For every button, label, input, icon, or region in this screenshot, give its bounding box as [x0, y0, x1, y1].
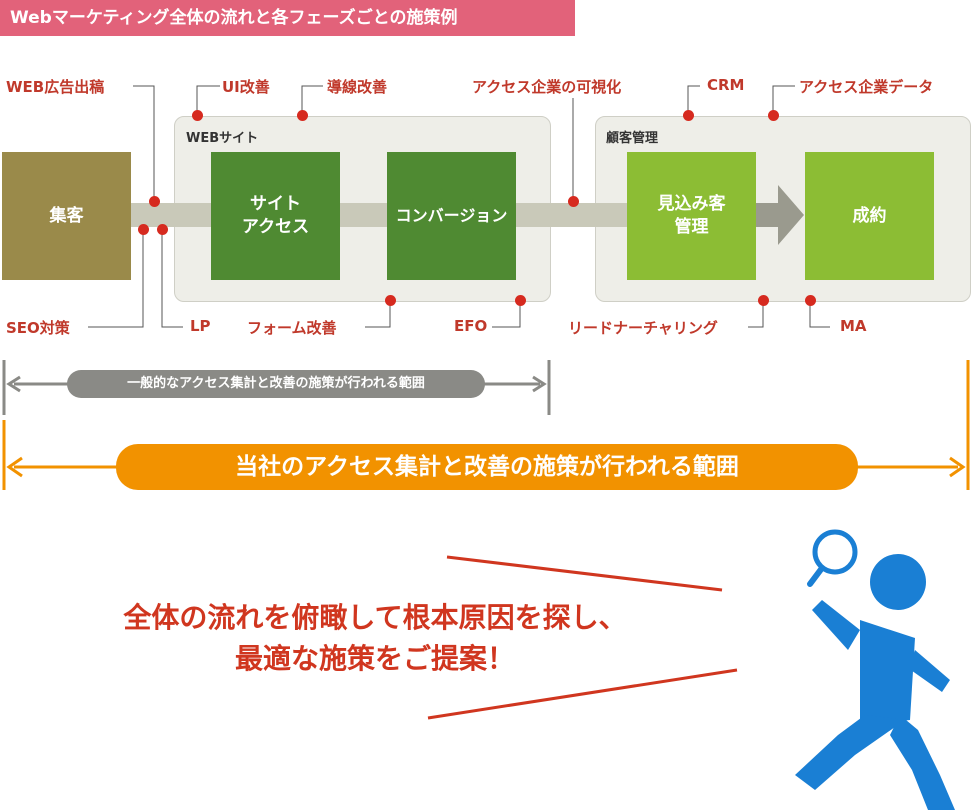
label-lead-nurturing: リードナーチャリング [568, 319, 718, 337]
label-visualize: アクセス企業の可視化 [472, 78, 622, 96]
marker-dot [805, 295, 816, 306]
marker-dot [683, 110, 694, 121]
label-web-ads: WEB広告出稿 [6, 78, 105, 96]
emphasis-lines [427, 555, 738, 720]
label-lp: LP [190, 317, 211, 335]
conversion-box: コンバージョン [387, 152, 516, 280]
website-panel-label: WEBサイト [186, 131, 259, 146]
arrow-right-icon [756, 185, 804, 245]
tagline-line-1: 全体の流れを俯瞰して根本原因を探し、 [123, 601, 627, 634]
leader-lines [88, 85, 830, 328]
marker-dot [138, 224, 149, 235]
connector-site-conversion [340, 203, 388, 227]
label-flow: 導線改善 [327, 78, 388, 96]
general-range-pill: 一般的なアクセス集計と改善の施策が行われる範囲 [67, 370, 485, 398]
person-magnifier-icon [795, 529, 955, 810]
label-ui: UI改善 [222, 78, 270, 96]
deal-box: 成約 [805, 152, 934, 280]
our-range-pill: 当社のアクセス集計と改善の施策が行われる範囲 [116, 444, 858, 490]
label-efo: EFO [454, 317, 488, 335]
label-form: フォーム改善 [247, 319, 337, 337]
marker-dot [515, 295, 526, 306]
marker-dot [157, 224, 168, 235]
label-crm: CRM [707, 76, 745, 94]
marker-dot [568, 196, 579, 207]
site-access-box: サイト アクセス [211, 152, 340, 280]
marker-dot [297, 110, 308, 121]
label-seo: SEO対策 [6, 319, 70, 337]
page-title: Webマーケティング全体の流れと各フェーズごとの施策例 [0, 0, 575, 36]
marker-dot [758, 295, 769, 306]
attract-box: 集客 [2, 152, 131, 280]
marker-dot [768, 110, 779, 121]
marker-dot [192, 110, 203, 121]
connector-conversion-leads [516, 203, 628, 227]
marker-dot [385, 295, 396, 306]
connector-attract-site [130, 203, 212, 227]
leads-box: 見込み客 管理 [627, 152, 756, 280]
tagline-line-2: 最適な施策をご提案！ [234, 641, 515, 675]
tagline: 全体の流れを俯瞰して根本原因を探し、 最適な施策をご提案！ [0, 598, 750, 679]
customer-panel-label: 顧客管理 [606, 131, 659, 146]
label-company-data: アクセス企業データ [799, 78, 934, 96]
marker-dot [149, 196, 160, 207]
label-ma: MA [840, 317, 867, 335]
